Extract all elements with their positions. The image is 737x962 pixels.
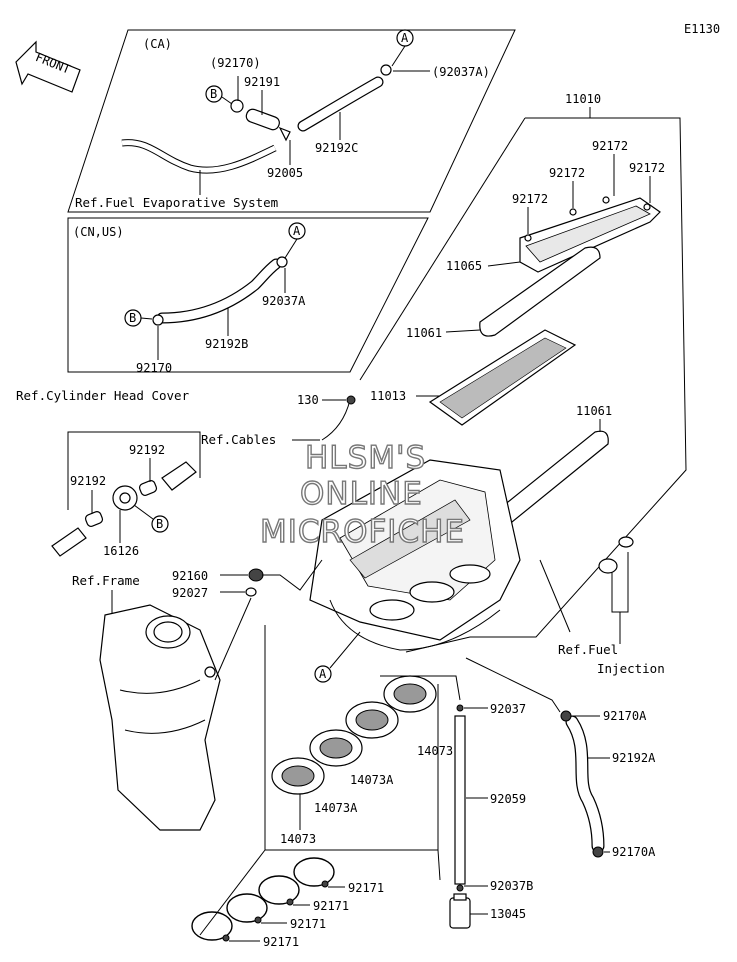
label-92170A-b: 92170A [612,845,656,859]
label-11010: 11010 [565,92,601,106]
svg-text:ONLINE: ONLINE [300,476,423,512]
label-11061-a: 11061 [406,326,442,340]
label-92160: 92160 [172,569,208,583]
gasket-11061-lower [496,430,609,524]
grommet-92160 [248,568,264,582]
label-92172-c: 92172 [592,139,628,153]
label-11061-b: 11061 [576,404,612,418]
label-92171-c: 92171 [290,917,326,931]
marker-b-head: B [151,515,169,533]
label-92170-paren: (92170) [210,56,261,70]
hose-end-upper [161,461,197,491]
label-11013: 11013 [370,389,406,403]
label-14073-a: 14073 [417,744,453,758]
drain-cap-13045 [449,897,471,929]
label-13045: 13045 [490,907,526,921]
svg-text:B: B [129,311,136,325]
svg-text:A: A [293,224,301,238]
gasket-11061-upper [479,246,601,337]
svg-text:A: A [401,31,409,45]
label-92037B: 92037B [490,879,533,893]
sensor-fuel-injection [598,536,634,574]
ca-box [67,29,516,213]
marker-b-cn: B [124,309,142,327]
svg-text:MICROFICHE: MICROFICHE [260,514,465,550]
funnel-14073-top [383,675,437,713]
label-92192B: 92192B [205,337,248,351]
label-92005: 92005 [267,166,303,180]
label-130: 130 [297,393,319,407]
front-arrow-icon: FRONT [15,40,81,93]
label-92037A-paren: (92037A) [432,65,490,79]
funnel-14073A-2 [309,729,363,767]
label-92037: 92037 [490,702,526,716]
funnel-14073A-1 [345,701,399,739]
ca-box-title: (CA) [143,37,172,51]
clamps-92171 [191,857,335,942]
cn-us-box-title: (CN,US) [73,225,124,239]
marker-a-ca: A [396,29,414,47]
ref-fuel-injection-2: Injection [597,661,665,676]
ref-cables: Ref.Cables [201,432,276,447]
label-92171-b: 92171 [313,899,349,913]
ref-fuel-injection-1: Ref.Fuel [558,642,618,657]
label-92059: 92059 [490,792,526,806]
cn-us-box [67,217,429,373]
svg-text:A: A [319,667,327,681]
label-14073A-a: 14073A [350,773,394,787]
label-92171-a: 92171 [348,881,384,895]
frame-section [99,604,221,831]
diagram-code: E1130 [684,22,720,36]
label-92170-cn: 92170 [136,361,172,375]
marker-a-cn: A [288,222,306,240]
label-92192-b: 92192 [70,474,106,488]
label-92192A: 92192A [612,751,656,765]
bracket-11010 [405,117,687,653]
label-14073-b: 14073 [280,832,316,846]
label-92191: 92191 [244,75,280,89]
ref-frame: Ref.Frame [72,573,140,588]
label-14073A-b: 14073A [314,801,358,815]
label-11065: 11065 [446,259,482,273]
tube-92191 [245,108,280,131]
label-92037A-cn: 92037A [262,294,306,308]
label-92192C: 92192C [315,141,358,155]
label-92170A-a: 92170A [603,709,647,723]
label-92192-a: 92192 [129,443,165,457]
label-92027: 92027 [172,586,208,600]
label-92172-a: 92172 [512,192,548,206]
svg-text:B: B [210,87,217,101]
label-16126: 16126 [103,544,139,558]
svg-text:B: B [156,517,163,531]
screws-92172 [524,196,651,242]
marker-b-ca: B [205,85,223,103]
collar-92027 [245,587,257,597]
watermark: HLSM'S ONLINE MICROFICHE [259,439,465,550]
svg-text:HLSM'S: HLSM'S [305,440,426,476]
ref-cylinder-head-cover: Ref.Cylinder Head Cover [16,388,190,403]
marker-a-housing: A [314,665,332,683]
drain-tube-92059 [454,715,466,885]
label-92171-d: 92171 [263,935,299,949]
ca-box-ref: Ref.Fuel Evaporative System [75,195,278,210]
label-92172-b: 92172 [549,166,585,180]
air-box-housing [309,459,521,651]
funnel-14073-bottom [271,757,325,795]
label-92172-d: 92172 [629,161,665,175]
